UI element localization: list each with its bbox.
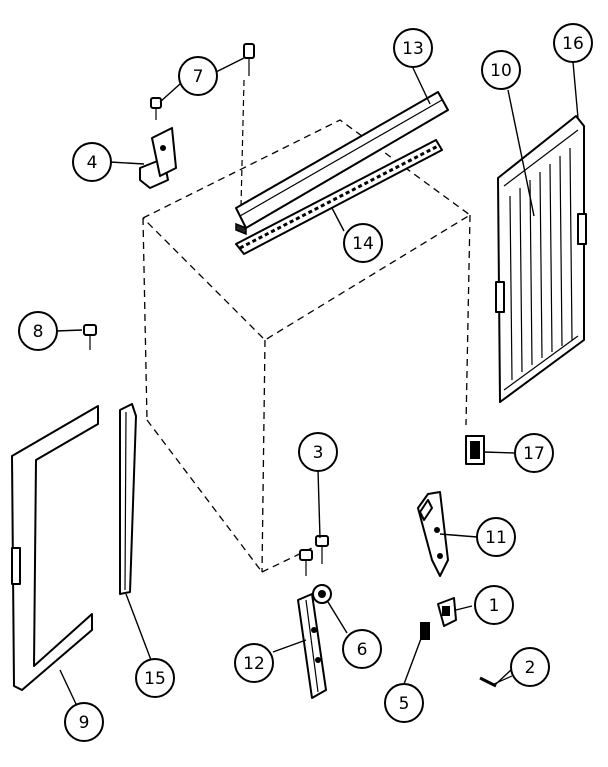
part-12-bracket — [297, 593, 327, 699]
callout-15-label: 15 — [144, 669, 166, 689]
part-13-top-rail — [235, 91, 449, 236]
part-11-hinge — [417, 491, 449, 577]
callout-11-label: 11 — [485, 528, 507, 548]
part-3-screws — [299, 535, 329, 576]
part-5-spring — [420, 622, 430, 640]
callout-4: 4 — [72, 142, 112, 182]
callout-2: 2 — [510, 647, 550, 687]
part-15-strip — [119, 403, 137, 595]
callout-3: 3 — [298, 432, 338, 472]
callout-16-label: 16 — [562, 34, 584, 54]
part-17-latch — [465, 435, 485, 465]
callout-1: 1 — [474, 585, 514, 625]
part-6-nut — [312, 584, 332, 604]
callout-11: 11 — [476, 517, 516, 557]
callout-15: 15 — [135, 658, 175, 698]
callout-6-label: 6 — [357, 640, 368, 660]
callout-2-label: 2 — [525, 658, 536, 678]
part-10-16-side-panel — [495, 115, 587, 403]
callout-12-label: 12 — [243, 654, 265, 674]
callout-3-label: 3 — [313, 443, 324, 463]
callout-17: 17 — [514, 433, 554, 473]
part-4-bracket — [139, 127, 177, 189]
callout-1-label: 1 — [489, 596, 500, 616]
part-8-screw — [83, 324, 97, 350]
callout-10-label: 10 — [490, 61, 512, 81]
callout-14-label: 14 — [352, 234, 374, 254]
callout-4-label: 4 — [87, 153, 98, 173]
callout-17-label: 17 — [523, 444, 545, 464]
callout-8-label: 8 — [33, 322, 44, 342]
part-1-clip — [437, 597, 457, 627]
callout-16: 16 — [553, 23, 593, 63]
callout-14: 14 — [343, 223, 383, 263]
part-7-screws — [150, 43, 255, 207]
callout-6: 6 — [342, 629, 382, 669]
callout-10: 10 — [481, 50, 521, 90]
part-9-frame — [11, 405, 99, 691]
leader-lines — [55, 57, 579, 705]
part-2-screw — [479, 675, 513, 688]
callout-13: 13 — [393, 28, 433, 68]
part-14-strip — [235, 139, 443, 255]
callout-5-label: 5 — [399, 694, 410, 714]
callout-7-label: 7 — [193, 67, 204, 87]
callout-7: 7 — [178, 56, 218, 96]
cabinet-outline — [142, 119, 472, 573]
callout-5: 5 — [384, 683, 424, 723]
callout-9: 9 — [64, 702, 104, 742]
callout-12: 12 — [234, 643, 274, 683]
callout-13-label: 13 — [402, 39, 424, 59]
callout-9-label: 9 — [79, 713, 90, 733]
callout-8: 8 — [18, 311, 58, 351]
